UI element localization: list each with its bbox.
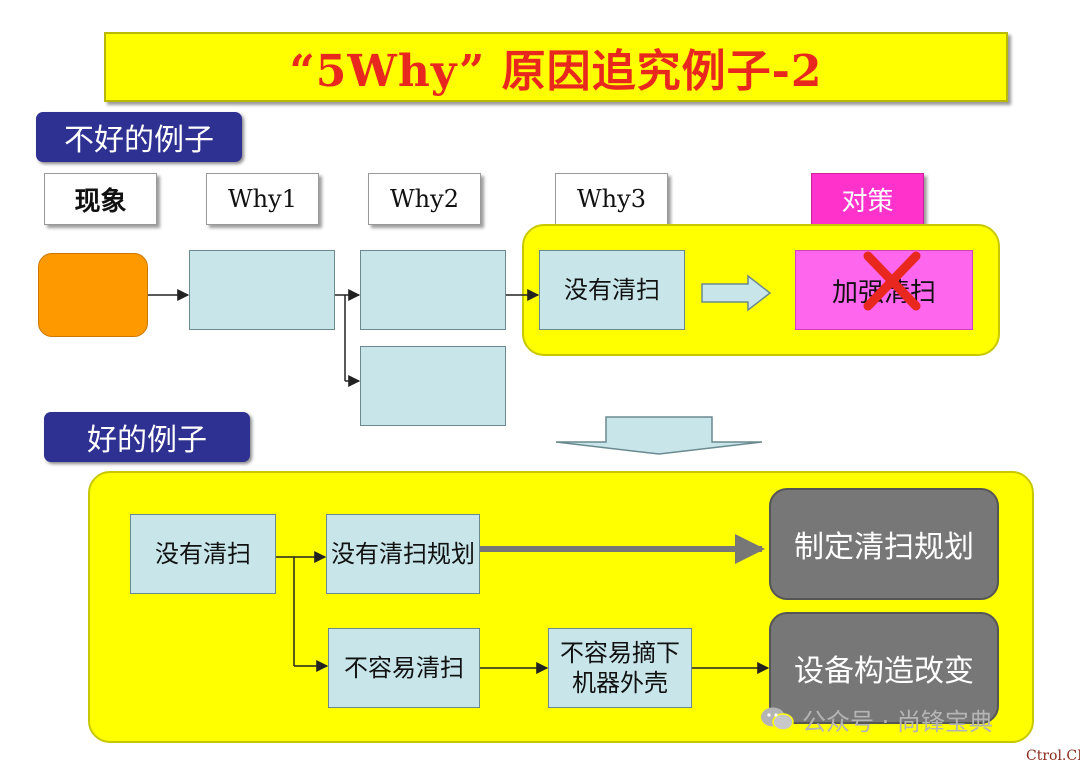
good-cause-box-text: 没有清扫 — [155, 540, 251, 568]
result2-box: 设备构造改变 — [769, 612, 999, 724]
header-why2: Why2 — [368, 173, 481, 225]
good-branch2-sub-box: 不容易摘下机器外壳 — [548, 628, 692, 708]
why2-box-bottom — [360, 346, 506, 426]
why3-box-text: 没有清扫 — [564, 276, 660, 304]
why2-box-top — [360, 250, 506, 330]
watermark-text: 公众号 · 尚锋宝典 — [802, 707, 993, 736]
countermeasure-box: 加强清扫 — [795, 250, 973, 330]
header-countermeasure-text: 对策 — [841, 186, 894, 217]
header-why1: Why1 — [206, 173, 319, 225]
header-why3: Why3 — [555, 173, 668, 225]
bad-example-label: 不好的例子 — [36, 112, 242, 162]
good-branch1-box: 没有清扫规划 — [326, 514, 480, 594]
good-cause-box: 没有清扫 — [130, 514, 276, 594]
title-banner: “5Why” 原因追究例子-2 — [104, 32, 1008, 102]
wechat-icon — [761, 707, 794, 731]
down-block-arrow — [555, 416, 763, 455]
header-why2-text: Why2 — [390, 185, 459, 213]
good-branch2-sub-box-text: 不容易摘下机器外壳 — [560, 639, 680, 697]
good-example-label: 好的例子 — [44, 412, 250, 462]
footer-source: Ctrol.CN — [1026, 748, 1080, 764]
header-countermeasure: 对策 — [811, 173, 924, 225]
block-arrow-why3-countermeasure — [701, 274, 772, 312]
header-why1-text: Why1 — [228, 185, 297, 213]
good-branch1-box-text: 没有清扫规划 — [331, 540, 475, 568]
header-why3-text: Why3 — [577, 185, 646, 213]
footer-source-text: Ctrol.CN — [1026, 748, 1080, 764]
result1-box-text: 制定清扫规划 — [794, 530, 974, 565]
header-phenomenon: 现象 — [44, 173, 157, 225]
cross-icon — [863, 251, 921, 311]
bad-example-label-text: 不好的例子 — [64, 123, 214, 158]
watermark: 公众号 · 尚锋宝典 — [760, 702, 1060, 736]
result1-box: 制定清扫规划 — [769, 488, 999, 600]
good-branch2-box: 不容易清扫 — [328, 628, 480, 708]
why1-box — [189, 250, 335, 330]
header-phenomenon-text: 现象 — [74, 186, 127, 217]
page-title: “5Why” 原因追究例子-2 — [289, 46, 823, 97]
good-example-label-text: 好的例子 — [87, 423, 207, 458]
phenomenon-box — [38, 253, 148, 337]
why3-box: 没有清扫 — [539, 250, 685, 330]
result2-box-text: 设备构造改变 — [794, 654, 974, 689]
good-branch2-box-text: 不容易清扫 — [344, 654, 464, 682]
